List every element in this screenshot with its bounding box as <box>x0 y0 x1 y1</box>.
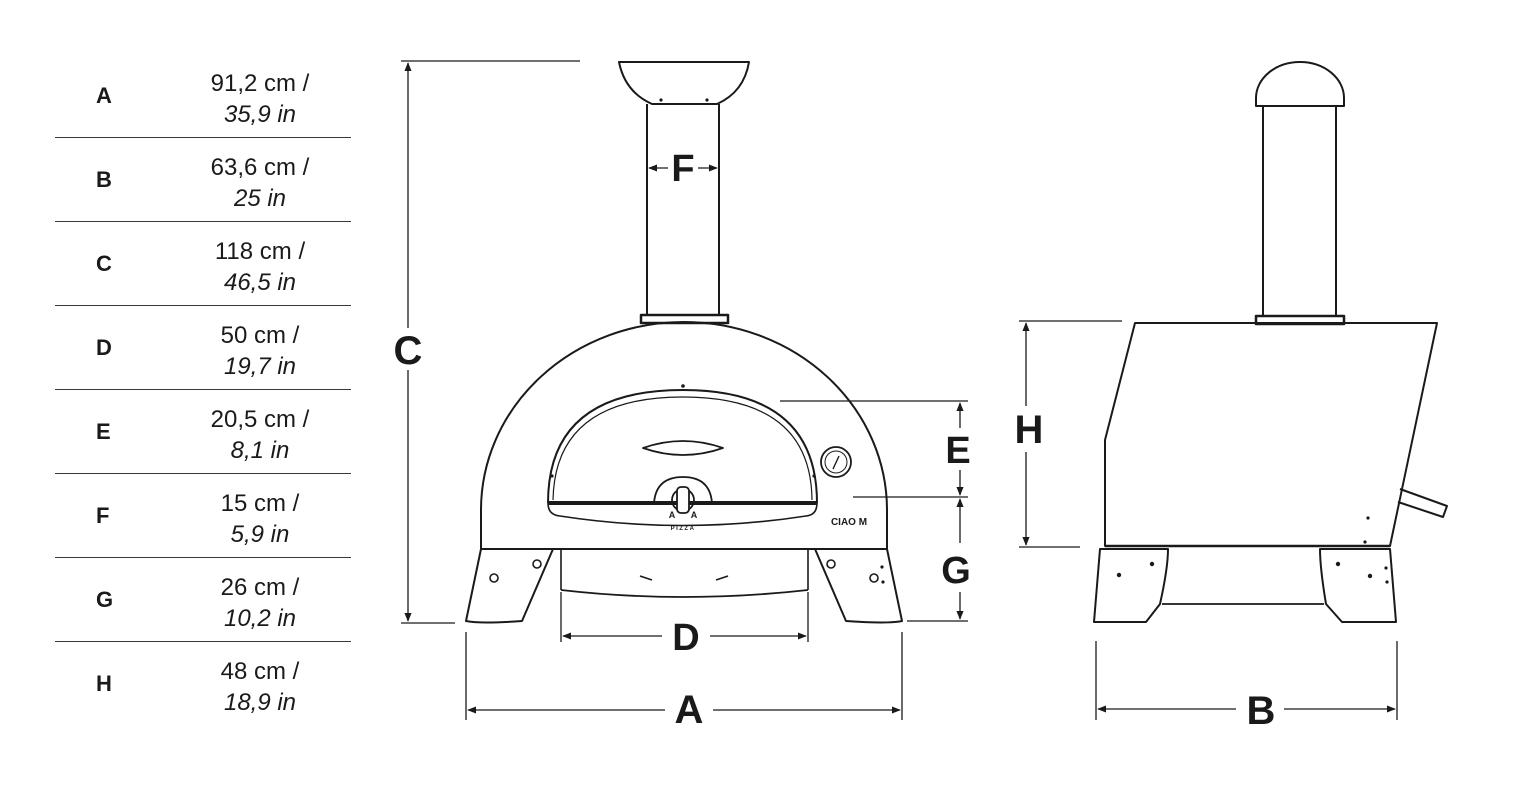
front-chimney-cap <box>618 61 750 105</box>
side-right-foot <box>1319 548 1397 623</box>
dimension-row-h: H 48 cm / 18,9 in <box>55 642 351 726</box>
dimension-letter: E <box>96 419 111 444</box>
dimension-letter: D <box>96 335 112 360</box>
dimension-imperial: 18,9 in <box>223 689 297 716</box>
label-c: C <box>394 329 423 373</box>
door-logo-text: PIZZA <box>671 526 696 532</box>
door-handle <box>642 440 724 456</box>
dimension-imperial: 25 in <box>233 185 287 212</box>
dimension-table: A 91,2 cm / 35,9 in B 63,6 cm / 25 in C 11… <box>55 54 351 726</box>
side-dimension-lines <box>1019 320 1398 720</box>
ciao-badge: CIAO M <box>831 517 867 528</box>
front-chimney-pipe <box>639 104 730 325</box>
label-d: D <box>672 617 699 659</box>
side-left-foot <box>1093 548 1169 623</box>
dimension-letter: H <box>96 671 112 696</box>
dimension-letter: B <box>96 167 112 192</box>
front-dome <box>480 321 888 549</box>
dimension-metric: 15 cm / <box>220 490 300 517</box>
label-f: F <box>671 148 694 190</box>
dimension-metric: 91,2 cm / <box>210 70 310 97</box>
dimension-imperial: 8,1 in <box>230 437 290 464</box>
front-dimension-lines <box>401 60 968 720</box>
dimension-row-e: E 20,5 cm / 8,1 in <box>55 390 351 474</box>
label-g: G <box>941 550 971 592</box>
dimension-metric: 63,6 cm / <box>210 154 310 181</box>
dimension-metric: 20,5 cm / <box>210 406 310 433</box>
dimension-metric: 48 cm / <box>220 658 300 685</box>
dimension-imperial: 35,9 in <box>223 101 297 128</box>
dimension-imperial: 46,5 in <box>223 269 297 296</box>
dimension-letter: C <box>96 251 112 276</box>
label-e: E <box>945 430 970 472</box>
dimension-row-d: D 50 cm / 19,7 in <box>55 306 351 390</box>
dimension-imperial: 5,9 in <box>230 521 290 548</box>
front-door <box>547 384 818 527</box>
label-h: H <box>1015 408 1044 452</box>
dimension-row-g: G 26 cm / 10,2 in <box>55 558 351 642</box>
front-left-foot <box>465 548 554 624</box>
side-chimney-cap <box>1255 61 1345 107</box>
door-logo-letter-right: A <box>691 510 698 520</box>
dimension-imperial: 10,2 in <box>223 605 297 632</box>
dimension-row-f: F 15 cm / 5,9 in <box>55 474 351 558</box>
thermometer-icon <box>820 446 852 478</box>
dimension-metric: 50 cm / <box>220 322 300 349</box>
front-base <box>560 549 809 598</box>
side-chimney-pipe <box>1254 106 1346 326</box>
front-right-foot <box>814 548 903 624</box>
dimension-letter: F <box>96 503 110 528</box>
dimension-metric: 26 cm / <box>220 574 300 601</box>
side-view <box>1093 61 1448 623</box>
dimension-letter: G <box>96 587 114 612</box>
dimension-row-a: A 91,2 cm / 35,9 in <box>55 54 351 138</box>
side-body <box>1104 322 1438 547</box>
door-logo-letter-left: A <box>669 510 676 520</box>
dimension-imperial: 19,7 in <box>223 353 297 380</box>
dimension-letter: A <box>96 83 112 108</box>
label-a: A <box>675 688 704 732</box>
side-handle <box>1397 488 1448 518</box>
label-b: B <box>1247 689 1276 733</box>
door-logo: A A PIZZA <box>669 510 698 532</box>
front-view <box>465 61 903 624</box>
dimension-row-b: B 63,6 cm / 25 in <box>55 138 351 222</box>
dimension-row-c: C 118 cm / 46,5 in <box>55 222 351 306</box>
dimension-metric: 118 cm / <box>214 238 306 265</box>
